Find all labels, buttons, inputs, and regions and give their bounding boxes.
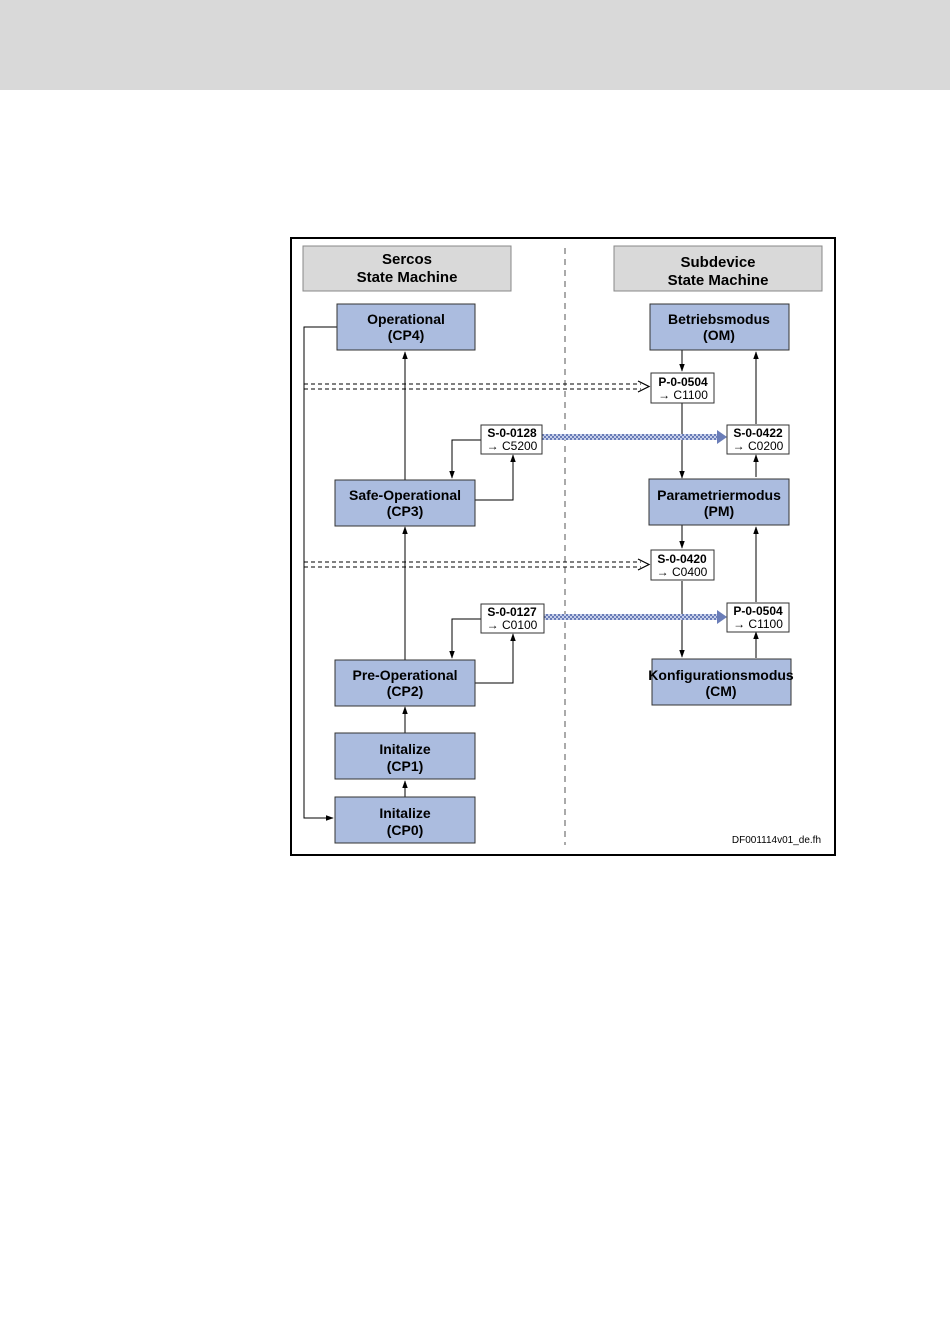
param-box-s0127: S-0-0127 → C0100 xyxy=(480,603,545,634)
cp3-code: (CP3) xyxy=(387,503,424,519)
s0128-id: S-0-0128 xyxy=(487,426,537,440)
p0504-cm-id: P-0-0504 xyxy=(733,604,783,618)
right-column-header xyxy=(613,245,823,292)
cp3-name: Safe-Operational xyxy=(349,487,461,503)
p0504-om-value: → C1100 xyxy=(658,388,708,402)
s0420-value: → C0400 xyxy=(657,565,708,579)
left-header-line1: Sercos xyxy=(382,251,432,268)
hatched-transitions xyxy=(542,430,727,624)
left-header-line2: State Machine xyxy=(357,269,458,286)
param-box-p0504-cm: P-0-0504 → C1100 xyxy=(726,602,790,633)
s0420-id: S-0-0420 xyxy=(657,552,707,566)
cp2-code: (CP2) xyxy=(387,683,424,699)
cp4-code: (CP4) xyxy=(388,327,425,343)
p0504-om-id: P-0-0504 xyxy=(658,375,708,389)
page-header-band xyxy=(0,0,950,90)
s0127-value: → C0100 xyxy=(487,618,538,632)
sercos-state-cp0: Initalize (CP0) xyxy=(334,796,476,844)
sercos-state-cp4: Operational (CP4) xyxy=(336,303,476,351)
om-code: (OM) xyxy=(703,327,735,343)
pm-name: Parametriermodus xyxy=(657,487,781,503)
param-box-s0422: S-0-0422 → C0200 xyxy=(726,424,790,455)
cp1-name: Initalize xyxy=(379,741,431,757)
cp1-code: (CP1) xyxy=(387,758,424,774)
dashed-arrowheads xyxy=(637,380,651,571)
p0504-cm-value: → C1100 xyxy=(733,617,783,631)
left-column-header xyxy=(302,245,512,292)
connectors xyxy=(303,326,759,821)
s0128-value: → C5200 xyxy=(487,439,538,453)
om-name: Betriebsmodus xyxy=(668,311,770,327)
cp0-code: (CP0) xyxy=(387,822,424,838)
param-box-s0128: S-0-0128 → C5200 xyxy=(480,424,543,455)
right-header-line2: State Machine xyxy=(668,272,769,289)
subdevice-state-om: Betriebsmodus (OM) xyxy=(649,303,790,351)
cp4-name: Operational xyxy=(367,311,445,327)
param-box-s0420: S-0-0420 → C0400 xyxy=(650,549,715,581)
param-box-p0504-om: P-0-0504 → C1100 xyxy=(650,372,715,404)
subdevice-state-cm: Konfigurationsmodus (CM) xyxy=(648,658,794,706)
sercos-state-cp3: Safe-Operational (CP3) xyxy=(334,479,476,527)
dashed-transitions xyxy=(304,383,641,568)
right-header-line1: Subdevice xyxy=(680,254,755,271)
sercos-state-cp2: Pre-Operational (CP2) xyxy=(334,659,476,707)
cm-name: Konfigurationsmodus xyxy=(648,667,794,683)
s0422-value: → C0200 xyxy=(733,439,784,453)
s0127-id: S-0-0127 xyxy=(487,605,537,619)
sercos-state-cp1: Initalize (CP1) xyxy=(334,732,476,780)
pm-code: (PM) xyxy=(704,503,734,519)
s0422-id: S-0-0422 xyxy=(733,426,783,440)
cp0-name: Initalize xyxy=(379,805,431,821)
subdevice-state-pm: Parametriermodus (PM) xyxy=(648,478,790,526)
cm-code: (CM) xyxy=(705,683,736,699)
cp2-name: Pre-Operational xyxy=(352,667,457,683)
figure-id: DF001114v01_de.fh xyxy=(732,835,821,846)
